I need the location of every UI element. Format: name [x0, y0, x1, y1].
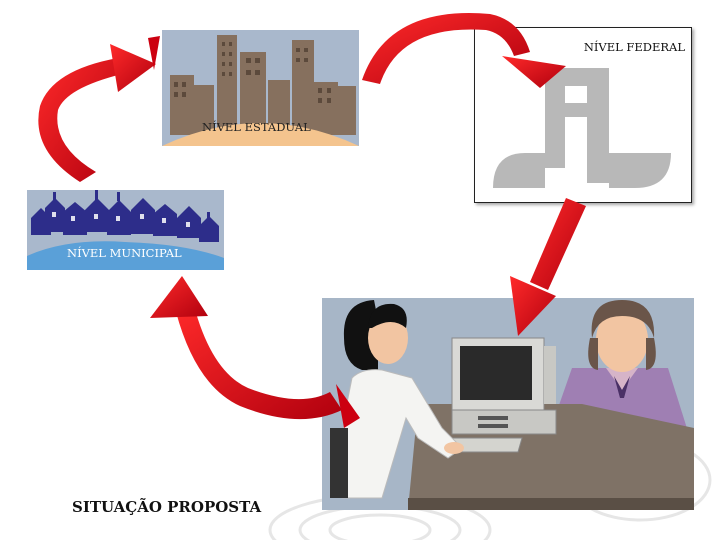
town-houses-illustration	[27, 190, 224, 270]
office-meeting-illustration	[330, 300, 694, 510]
nivel-municipal-label: NÍVEL MUNICIPAL	[67, 246, 182, 260]
computer-monitor-figure	[451, 337, 557, 435]
office-scene-panel	[322, 298, 694, 510]
situacao-proposta-caption: SITUAÇÃO PROPOSTA	[72, 498, 262, 516]
nivel-federal-panel: NÍVEL FEDERAL	[474, 27, 692, 203]
nivel-federal-label: NÍVEL FEDERAL	[583, 40, 685, 54]
nivel-municipal-panel: NÍVEL MUNICIPAL	[27, 190, 224, 270]
typing-woman-figure	[330, 300, 464, 499]
nivel-estadual-label: NÍVEL ESTADUAL	[202, 120, 311, 134]
nivel-estadual-panel: NÍVEL ESTADUAL	[162, 30, 359, 146]
city-buildings-illustration	[162, 35, 359, 146]
federal-logo-illustration	[493, 68, 671, 188]
